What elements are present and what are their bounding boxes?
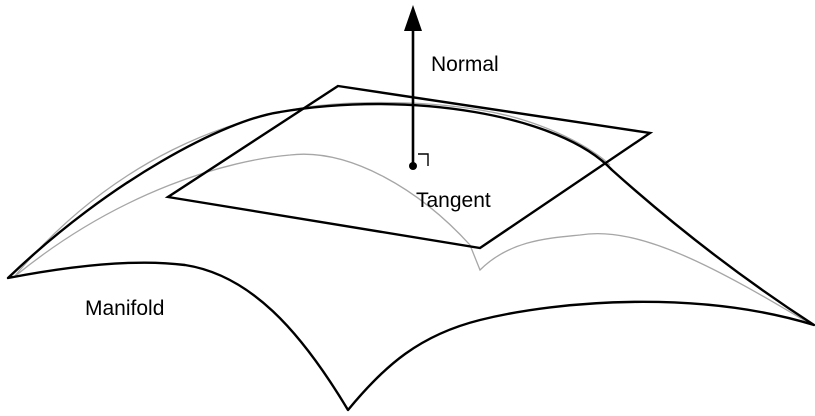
tangent-label: Tangent bbox=[416, 189, 491, 212]
manifold-ridge-curve bbox=[13, 101, 611, 278]
right-angle-marker bbox=[418, 153, 429, 166]
manifold-interior-curves bbox=[13, 101, 813, 326]
tangent-point bbox=[409, 162, 417, 170]
normal-label: Normal bbox=[431, 53, 499, 76]
manifold-outline bbox=[6, 102, 815, 412]
normal-arrow-head-icon bbox=[404, 5, 422, 31]
tangent-plane bbox=[164, 84, 654, 250]
manifold-label: Manifold bbox=[85, 297, 165, 320]
manifold-inner-curve bbox=[13, 153, 813, 326]
